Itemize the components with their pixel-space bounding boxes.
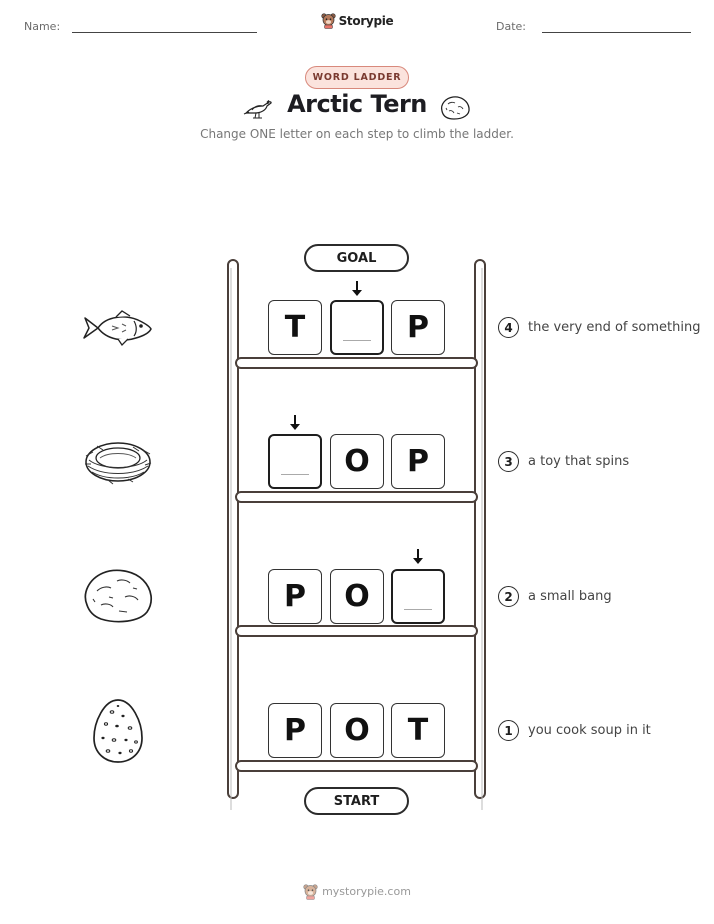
arrow-down-icon [290, 415, 300, 430]
blank-letter-input[interactable] [330, 300, 384, 355]
instructions: Change ONE letter on each step to climb … [200, 127, 514, 141]
clue-step-2: 2 a small bang [498, 586, 612, 607]
letter-tile: P [391, 434, 445, 489]
goal-label: GOAL [304, 244, 409, 272]
date-line[interactable] [542, 32, 691, 33]
bear-mascot-icon [303, 884, 318, 900]
clue-text: a small bang [528, 589, 612, 604]
date-label: Date: [496, 20, 526, 33]
bear-mascot-icon [320, 13, 336, 29]
letter-tile: P [268, 569, 322, 624]
letter-tile: P [268, 703, 322, 758]
blank-letter-input[interactable] [268, 434, 322, 489]
step-number: 2 [498, 586, 519, 607]
blank-letter-input[interactable] [391, 569, 445, 624]
letter-tile: O [330, 703, 384, 758]
page-title: Arctic Tern [287, 90, 427, 118]
footer: mystorypie.com [0, 883, 714, 900]
rock-icon [84, 569, 153, 623]
nest-icon [85, 442, 152, 485]
clue-step-1: 1 you cook soup in it [498, 720, 651, 741]
word-ladder-badge: WORD LADDER [305, 66, 409, 89]
arctic-tern-icon [243, 100, 272, 119]
clue-step-4: 4 the very end of something [498, 317, 700, 338]
footer-url[interactable]: mystorypie.com [322, 885, 411, 898]
arrow-down-icon [352, 281, 362, 296]
clue-text: the very end of something [528, 320, 701, 335]
arrow-down-icon [413, 549, 423, 564]
brand-name: Storypie [338, 13, 394, 28]
clue-text: a toy that spins [528, 454, 630, 469]
letter-tile: T [268, 300, 322, 355]
clue-step-3: 3 a toy that spins [498, 451, 629, 472]
start-label: START [304, 787, 409, 815]
brand-logo: Storypie [0, 12, 714, 29]
name-line[interactable] [72, 32, 257, 33]
letter-tile: O [330, 434, 384, 489]
letter-tile: O [330, 569, 384, 624]
egg-icon [93, 699, 143, 763]
letter-tile: P [391, 300, 445, 355]
name-label: Name: [24, 20, 61, 33]
clue-text: you cook soup in it [528, 723, 651, 738]
step-number: 4 [498, 317, 519, 338]
fish-icon [83, 310, 152, 347]
pebble-icon [440, 96, 470, 120]
step-number: 3 [498, 451, 519, 472]
step-number: 1 [498, 720, 519, 741]
letter-tile: T [391, 703, 445, 758]
